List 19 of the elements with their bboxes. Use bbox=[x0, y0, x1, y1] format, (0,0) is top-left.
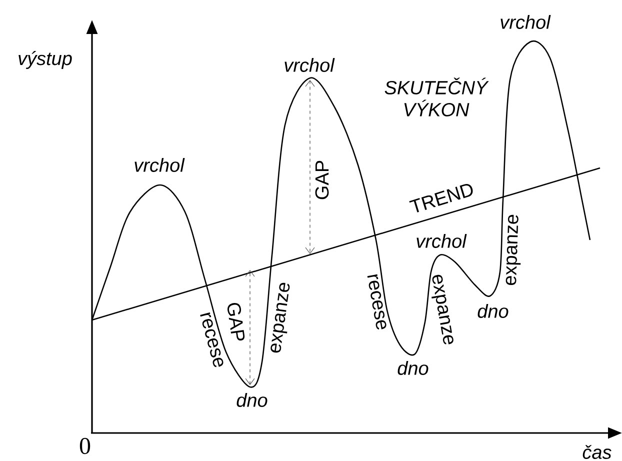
peak-label: vrchol bbox=[134, 158, 185, 172]
curve-label: SKUTEČNÝ VÝKON bbox=[384, 78, 489, 116]
peak-label: vrchol bbox=[284, 58, 335, 72]
trough-label: dno bbox=[398, 361, 428, 375]
phase-label: recese bbox=[367, 274, 386, 330]
phase-label: expanze bbox=[506, 214, 521, 286]
peak-label: vrchol bbox=[500, 15, 551, 29]
trough-label: dno bbox=[478, 304, 508, 318]
phase-label: recese bbox=[200, 312, 224, 368]
trend-label: TREND bbox=[409, 184, 473, 212]
gap-label: GAP bbox=[315, 160, 329, 200]
origin-label: 0 bbox=[80, 438, 90, 454]
axis-label: výstup bbox=[18, 51, 72, 69]
gap-label: GAP bbox=[228, 302, 245, 341]
trough-label: dno bbox=[236, 393, 268, 407]
axis-label: čas bbox=[582, 444, 612, 459]
phase-label: expanze bbox=[270, 282, 290, 353]
peak-label: vrchol bbox=[416, 234, 467, 248]
phase-label: expanze bbox=[432, 274, 454, 344]
